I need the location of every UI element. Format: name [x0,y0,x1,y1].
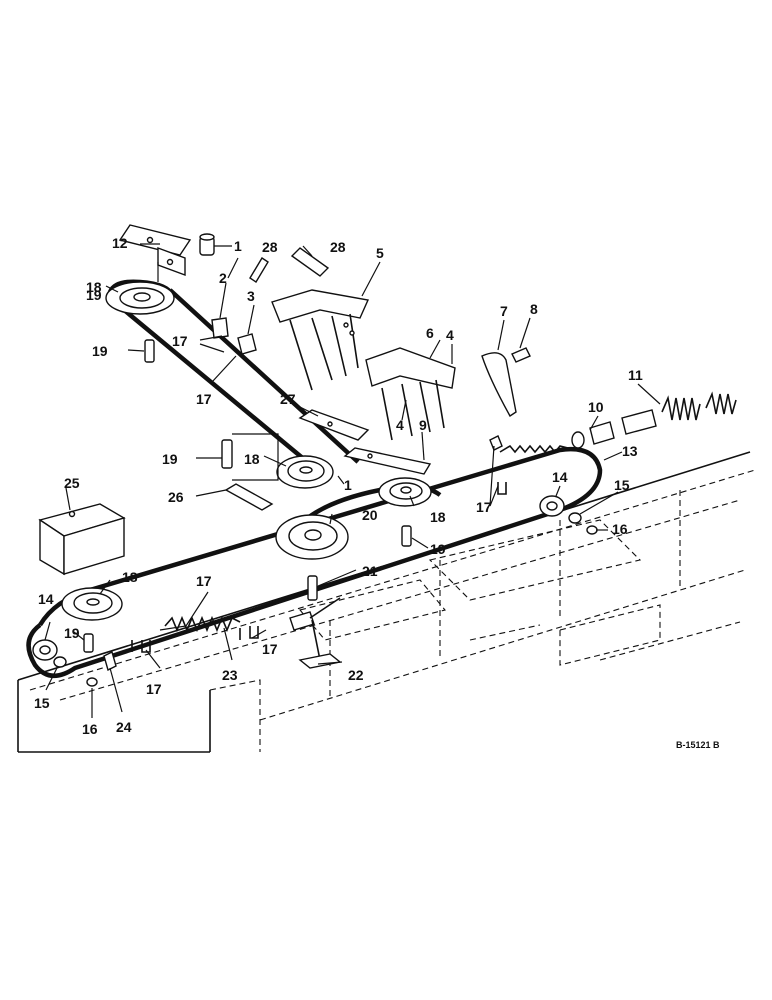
callout-26: 26 [168,489,184,505]
pin-19-top [144,339,155,363]
idler-left [32,639,58,661]
plate-24 [103,650,117,672]
pulley-left [61,587,123,621]
callout-19: 19 [162,451,178,467]
callout-14: 14 [552,469,568,485]
pulley-right [378,477,432,507]
callout-14: 14 [38,591,54,607]
bracket-12 [118,224,192,282]
callout-19: 19 [64,625,80,641]
callout-21: 21 [362,563,378,579]
callout-18: 18 [86,279,102,295]
callout-19: 19 [430,541,446,557]
plate-26 [224,483,274,511]
pin-28-b [290,247,330,277]
spring-11 [661,391,737,421]
callout-8: 8 [530,301,538,317]
callout-3: 3 [247,288,255,304]
callout-18: 18 [244,451,260,467]
callout-17: 17 [476,499,492,515]
guard-6 [365,347,456,441]
callout-20: 20 [362,507,378,523]
pin-19-mid [401,525,412,547]
bushing-1 [199,233,215,256]
leader-lines [44,243,661,718]
pin-19-bottom [83,633,94,653]
pin-28-a [249,257,269,283]
lever-22 [289,597,342,669]
callout-18: 18 [430,509,446,525]
spring-small [499,444,569,454]
box-25 [38,503,126,576]
bracket-9 [343,447,432,475]
clip-3 [237,333,257,355]
pin-21 [307,575,318,601]
callout-1: 1 [234,238,242,254]
callout-4: 4 [396,417,404,433]
pulley-center [276,455,334,489]
callout-2: 2 [219,270,227,286]
figure-reference-code: B-15121 B [676,740,720,750]
callout-6: 6 [426,325,434,341]
callout-12: 12 [112,235,128,251]
callout-24: 24 [116,719,132,735]
callout-11: 11 [628,367,643,383]
bracket-27 [298,409,370,441]
callout-13: 13 [622,443,638,459]
callout-9: 9 [419,417,427,433]
sleeve-10 [589,409,657,445]
callout-22: 22 [348,667,364,683]
callout-labels: 1 1 2 3 4 4 5 6 7 8 9 10 11 12 13 14 14 … [34,235,643,737]
callout-19: 19 [92,343,108,359]
callout-15: 15 [614,477,630,493]
callout-25: 25 [64,475,80,491]
callout-5: 5 [376,245,384,261]
callout-23: 23 [222,667,238,683]
nut-16-left [86,677,98,687]
callout-1: 1 [344,477,352,493]
pulley-top-left [105,281,175,315]
clip-2 [211,317,229,339]
callout-16: 16 [82,721,98,737]
callout-17: 17 [196,573,212,589]
pin-8 [511,347,531,363]
callout-19: 19 [86,287,102,303]
callout-16: 16 [612,521,628,537]
guard-5 [271,289,370,391]
callout-10: 10 [588,399,604,415]
callout-28: 28 [262,239,278,255]
callout-17: 17 [172,333,188,349]
callout-7: 7 [500,303,508,319]
pin-19-center [221,439,233,469]
idler-right [539,495,565,517]
knife-7 [481,352,517,418]
spring-23 [164,615,241,633]
washer-15-left [53,656,67,668]
clip-17-cluster [131,435,507,653]
callout-17: 17 [262,641,278,657]
callout-27: 27 [280,391,296,407]
callout-18: 18 [122,569,138,585]
callout-17: 17 [146,681,162,697]
washer-15-right [568,512,582,524]
nut-10 [571,431,585,449]
callout-4: 4 [446,327,454,343]
callout-17: 17 [196,391,212,407]
callout-28: 28 [330,239,346,255]
callout-15: 15 [34,695,50,711]
nut-16-right [586,525,598,535]
pulley-lower-center [275,514,349,560]
